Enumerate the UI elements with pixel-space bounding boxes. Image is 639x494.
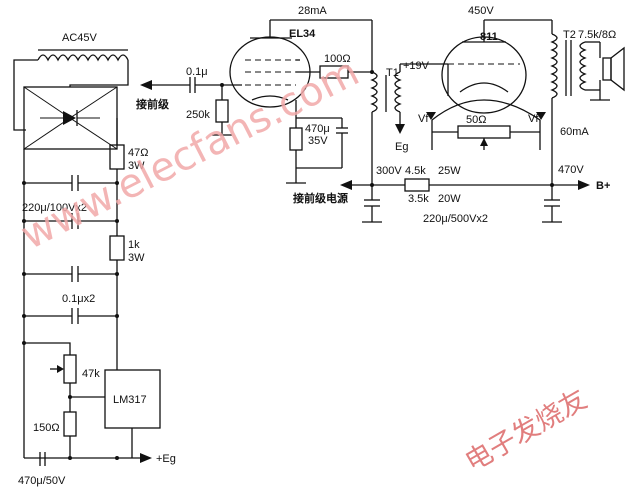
lm317-label: LM317 — [113, 394, 147, 406]
cap01-label: 0.1μ — [186, 66, 208, 78]
pot47k-label: 47k — [82, 368, 100, 380]
vf-left-label: Vf — [418, 113, 429, 125]
tube-811-filament — [459, 82, 509, 93]
rectifier-diode-icon — [63, 111, 76, 125]
el34-label: EL34 — [289, 28, 316, 40]
pot-wire-top — [24, 342, 71, 355]
cap220-label: 220μ/100Vx2 — [22, 202, 87, 214]
el34-driver-section: 接前级 0.1μ 250k 28mA EL34 100Ω T1 +19V 470… — [136, 5, 590, 225]
bplus-label: B+ — [596, 180, 610, 192]
cap470-50-label: 470μ/50V — [18, 475, 66, 487]
t1-primary-coil — [370, 71, 378, 113]
w25-label: 25W — [438, 165, 461, 177]
res1k-watt-label: 3W — [128, 252, 145, 264]
t2-primary-coil — [550, 33, 558, 99]
cap470-label: 470μ — [305, 123, 330, 135]
filter-capacitor-1 — [22, 175, 119, 191]
eg-plus-label: +Eg — [156, 453, 176, 465]
plus19v-label: +19V — [403, 60, 430, 72]
filter-capacitor-2 — [22, 213, 119, 229]
res250k-label: 250k — [186, 109, 210, 121]
el34-cathode — [251, 95, 289, 101]
output-811-section: 450V 811 Vf Vf 50Ω T2 7.5k/8Ω 60mA 470V … — [418, 5, 625, 192]
speaker-icon — [602, 57, 612, 81]
eg-output-arrow-icon — [140, 453, 152, 463]
v470-label: 470V — [558, 164, 584, 176]
pot-wiper-arrow-icon — [57, 365, 64, 373]
current-60ma-label: 60mA — [560, 126, 589, 138]
res45k-label: 4.5k — [405, 165, 426, 177]
ac-transformer-coil — [37, 54, 129, 62]
cap220-500-label: 220μ/500Vx2 — [423, 213, 488, 225]
front-stage-label: 接前级 — [136, 97, 170, 111]
vf-right-label: Vf — [528, 113, 539, 125]
resistor-4.5k — [404, 178, 430, 192]
ac-wire-right — [69, 60, 129, 87]
res35k-label: 3.5k — [408, 193, 429, 205]
vf-right-arrow-icon — [536, 112, 546, 120]
res47-watt-label: 3W — [128, 160, 145, 172]
vf-left-arrow-icon — [426, 112, 436, 120]
resistor-150ohm — [63, 411, 77, 437]
eg-label: Eg — [395, 141, 408, 153]
resistor-1k — [109, 235, 125, 261]
eg-arrow-icon — [395, 124, 405, 134]
t2-spec-label: 7.5k/8Ω — [578, 29, 616, 41]
filament-loop — [431, 99, 541, 121]
bypass-capacitor-1 — [22, 266, 119, 282]
balance-pot-arrow-icon — [480, 138, 488, 146]
front-supply-label: 接前级电源 — [293, 191, 348, 205]
input-arrow-icon — [140, 80, 152, 90]
cap01x2-label: 0.1μx2 — [62, 293, 95, 305]
bypass-capacitor-2 — [22, 308, 119, 324]
res100-label: 100Ω — [324, 53, 351, 65]
v300-label: 300V — [376, 165, 402, 177]
potentiometer-47k — [63, 354, 77, 384]
res47-label: 47Ω — [128, 147, 148, 159]
w20-label: 20W — [438, 193, 461, 205]
t1-label: T1 — [386, 67, 399, 79]
t2-label: T2 — [563, 29, 576, 41]
cathode-resistor — [289, 127, 303, 151]
t1-secondary-coil — [394, 71, 402, 113]
v450-label: 450V — [468, 5, 494, 17]
front-supply-arrow-icon — [340, 180, 352, 190]
t2-secondary-coil — [579, 41, 587, 91]
tube811-label: 811 — [480, 31, 498, 43]
bplus-arrow-icon — [578, 180, 590, 190]
brand-mark: 电子发烧友 — [460, 384, 592, 478]
power-supply-section: AC45V 47Ω 3W 220μ/100Vx2 1k 3W 0.1μx2 47… — [13, 32, 176, 487]
tube-811 — [441, 36, 527, 114]
current-28ma-label: 28mA — [298, 5, 327, 17]
res50-label: 50Ω — [466, 114, 486, 126]
cap35v-label: 35V — [308, 135, 328, 147]
res1k-label: 1k — [128, 239, 140, 251]
ac45v-label: AC45V — [62, 32, 98, 44]
ac-wire-left — [13, 59, 38, 131]
resistor-50ohm — [457, 125, 511, 139]
res150-label: 150Ω — [33, 422, 60, 434]
